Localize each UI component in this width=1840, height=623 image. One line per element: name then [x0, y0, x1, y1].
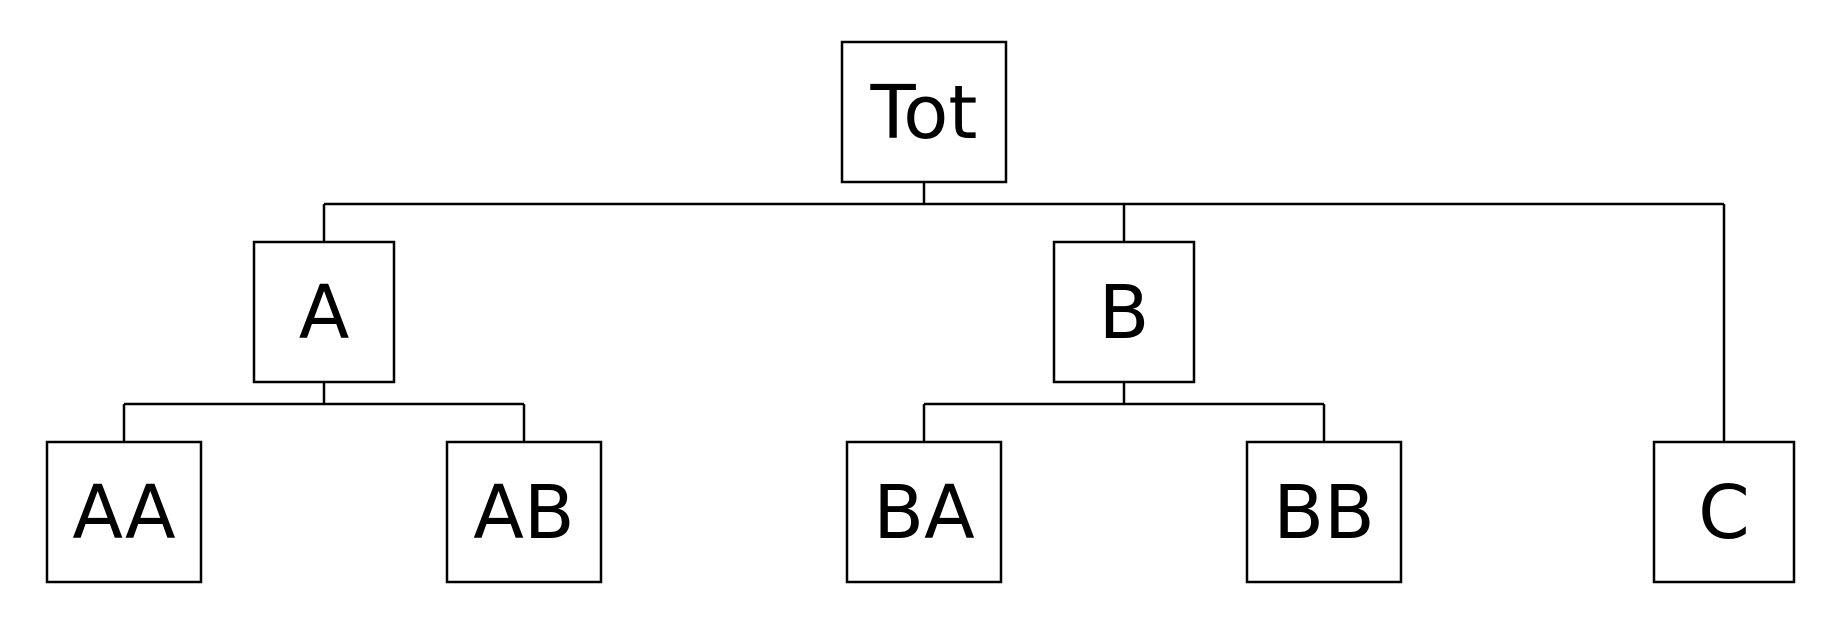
node-aa: AA [45, 440, 203, 584]
node-ba: BA [845, 440, 1003, 584]
node-box-tot [840, 40, 1008, 184]
node-label-bb: BB [1273, 470, 1375, 556]
node-box-a [252, 240, 396, 384]
connectors-root [322, 182, 1726, 442]
node-box-ba [845, 440, 1003, 584]
node-box-b [1052, 240, 1196, 384]
node-bb: BB [1245, 440, 1403, 584]
node-box-bb [1245, 440, 1403, 584]
node-label-b: B [1099, 270, 1150, 356]
node-label-aa: AA [72, 470, 176, 556]
node-label-ab: AB [473, 470, 574, 556]
node-b: B [1052, 240, 1196, 384]
node-label-c: C [1698, 470, 1750, 556]
node-tot: Tot [840, 40, 1008, 184]
connectors-a [122, 382, 526, 442]
node-a: A [252, 240, 396, 384]
node-label-ba: BA [873, 470, 975, 556]
node-ab: AB [445, 440, 603, 584]
node-label-tot: Tot [870, 70, 978, 156]
node-label-a: A [299, 270, 350, 356]
node-box-c [1652, 440, 1796, 584]
node-box-ab [445, 440, 603, 584]
node-box-aa [45, 440, 203, 584]
connectors-b [922, 382, 1326, 442]
node-c: C [1652, 440, 1796, 584]
